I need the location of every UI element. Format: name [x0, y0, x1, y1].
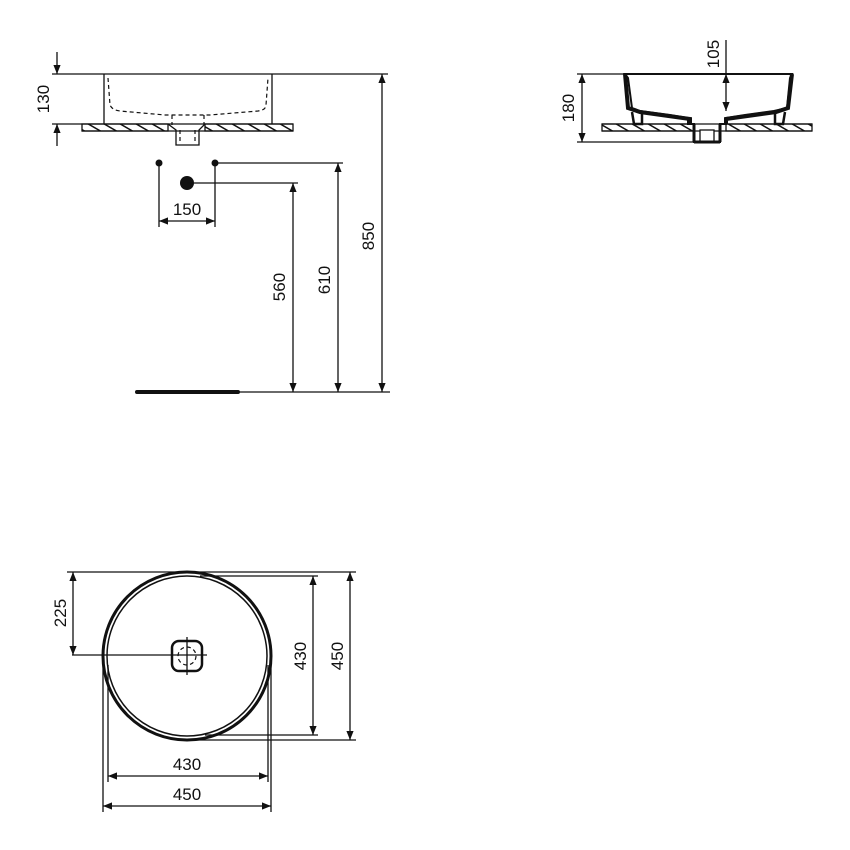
dimension-drain-height-560: 560	[187, 182, 298, 392]
outer-width-label: 450	[173, 785, 201, 804]
basin-body-front	[103, 73, 273, 146]
dimension-inner-depth-430: 430	[200, 575, 318, 736]
countertop-front	[81, 123, 294, 132]
outer-depth-label: 450	[328, 642, 347, 670]
tap-spacing-label: 150	[173, 200, 201, 219]
overall-height-label: 850	[359, 222, 378, 250]
basin-inner-rim	[106, 575, 268, 737]
dimension-height-850: 850	[272, 73, 388, 392]
front-view: 130 850	[34, 52, 388, 392]
drain-height-label: 560	[270, 273, 289, 301]
dimension-outer-width-450: 450	[102, 665, 272, 812]
basin-body-side	[623, 73, 794, 144]
side-height-label: 180	[559, 94, 578, 122]
dimension-drain-offset-225: 225	[51, 571, 356, 655]
tap-height-label: 610	[315, 266, 334, 294]
dimension-tap-height-610: 610	[215, 162, 343, 392]
dimension-inner-width-430: 430	[107, 665, 269, 782]
side-view: 180 105	[559, 40, 813, 144]
dimension-height-180: 180	[559, 73, 694, 143]
bowl-depth-label: 105	[704, 40, 723, 68]
inner-width-label: 430	[173, 755, 201, 774]
plan-view: 225 430 450 430 450	[51, 570, 356, 812]
drain-outlet-plan	[72, 637, 207, 675]
dimension-tap-spacing-150: 150	[158, 163, 216, 227]
front-height-label: 130	[34, 85, 53, 113]
dimension-height-130: 130	[34, 52, 104, 146]
wall-connections: 150 610 560	[135, 159, 390, 394]
dimension-bowl-depth-105: 105	[704, 40, 730, 111]
inner-depth-label: 430	[291, 642, 310, 670]
drain-offset-label: 225	[51, 599, 70, 627]
